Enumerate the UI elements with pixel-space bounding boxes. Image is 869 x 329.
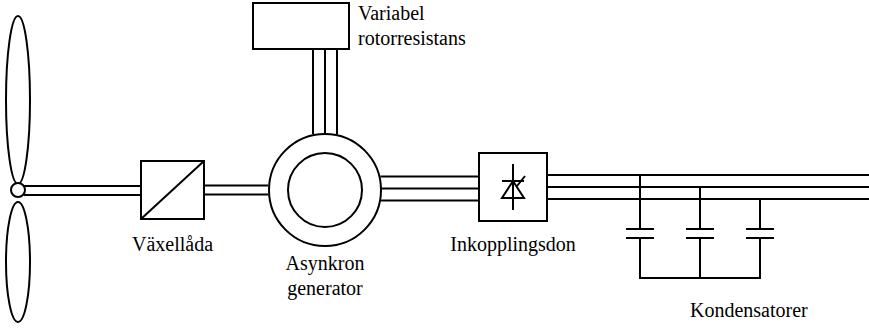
capacitor-symbol	[746, 199, 774, 278]
part-name: Inkopplingsdon	[450, 232, 576, 257]
switch-box: Inkopplingsdon	[478, 152, 548, 222]
bus-line	[548, 174, 869, 176]
rect-symbol	[252, 2, 350, 50]
bus-line	[548, 198, 869, 200]
rotor-resistance-box: Variabel rotorresistans	[252, 2, 350, 50]
shaft	[24, 194, 140, 196]
thy-symbol	[478, 152, 548, 222]
rotor-blade	[6, 202, 30, 322]
part-name: Växellåda	[132, 232, 213, 257]
shaft	[24, 185, 140, 187]
shaft-or-wire	[205, 186, 268, 195]
capacitor-symbol	[626, 175, 654, 278]
capacitor-symbol	[686, 187, 714, 278]
generator-circle: Asynkron generator	[268, 133, 382, 247]
shaft-or-wire	[380, 177, 478, 201]
gen-symbol	[268, 133, 382, 247]
part-name: Asynkron generator	[270, 251, 380, 301]
bus-line	[548, 186, 869, 188]
capacitor-common-line	[639, 277, 761, 279]
part-name: Variabel rotorresistans	[358, 1, 508, 51]
gear-symbol	[140, 160, 205, 220]
shaft-or-wire	[313, 50, 337, 134]
gearbox-box: Växellåda	[140, 160, 205, 220]
component-label: Kondensatorer	[690, 298, 808, 323]
rotor-blade	[6, 16, 30, 184]
rotor-hub	[11, 183, 25, 197]
